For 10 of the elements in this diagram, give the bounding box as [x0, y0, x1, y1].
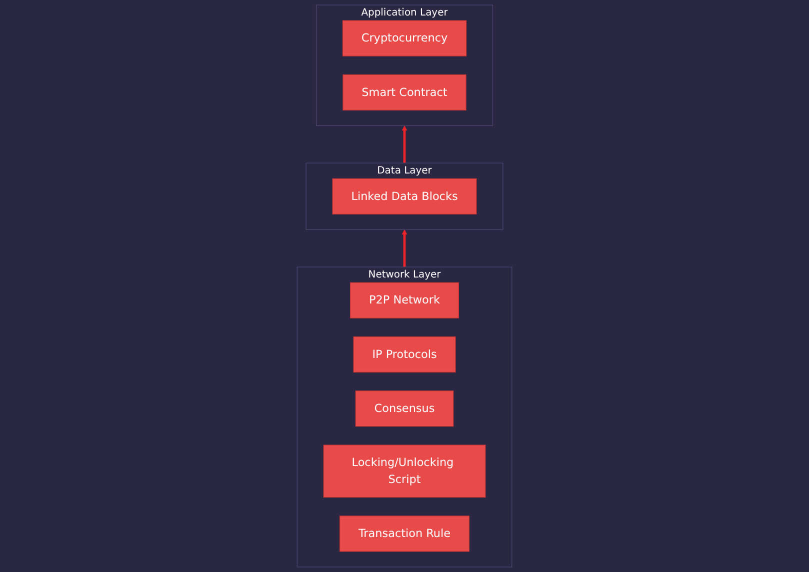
arrow — [402, 229, 408, 268]
node-box: Transaction Rule — [340, 516, 470, 552]
arrow — [402, 125, 408, 164]
node-box: IP Protocols — [353, 336, 456, 373]
node-box: Smart Contract — [342, 74, 466, 110]
node-box: Consensus — [355, 390, 454, 427]
node-box: Linked Data Blocks — [332, 178, 477, 214]
node-box: P2P Network — [350, 282, 459, 318]
node-box: Cryptocurrency — [342, 20, 467, 56]
node-box: Locking/Unlocking Script — [323, 444, 486, 498]
